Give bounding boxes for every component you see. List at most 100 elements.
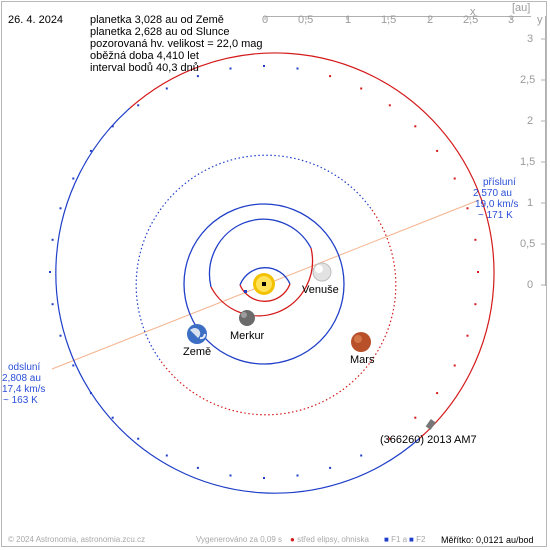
y-tick: 0 — [527, 279, 534, 291]
asteroid-position-dot — [59, 207, 62, 210]
asteroid-position-dot — [229, 67, 232, 70]
asteroid-label: (366260) 2013 AM7 — [380, 434, 477, 446]
footer-f2-text: F2 — [416, 535, 426, 544]
venus-orbit — [208, 218, 312, 288]
asteroid-position-dot — [388, 104, 391, 107]
asteroid-position-dot — [137, 104, 140, 107]
date-label: 26. 4. 2024 — [8, 14, 64, 26]
asteroid-position-dot — [49, 271, 51, 273]
asteroid-position-dot — [329, 466, 332, 469]
asteroid-position-dot — [466, 207, 469, 210]
square-icon: ■ — [384, 535, 389, 544]
footer-f1-text: F1 — [391, 535, 401, 544]
asteroid-position-dot — [453, 177, 456, 180]
y-tick: 1 — [527, 197, 534, 209]
aphelion-title: odsluní — [8, 362, 41, 373]
mercury-label: Merkur — [230, 330, 265, 342]
earth-label: Země — [183, 346, 212, 358]
mercury-orbit — [239, 267, 291, 286]
asteroid-position-dot — [474, 303, 477, 306]
asteroid-position-dot — [477, 271, 479, 273]
asteroid-position-dot — [436, 149, 439, 152]
x-tick: 1 — [345, 14, 352, 26]
asteroid-position-dot — [453, 364, 456, 367]
info-earth-distance: planetka 3,028 au od Země — [90, 14, 224, 26]
x-tick: 0 — [262, 14, 269, 26]
perihelion-temperature: ~ 171 K — [478, 210, 513, 221]
x-axis-label: x — [470, 6, 476, 18]
footer-copyright: © 2024 Astronomia, astronomia.zcu.cz — [8, 535, 146, 544]
mars — [351, 332, 371, 352]
asteroid-position-dot — [165, 87, 168, 90]
venus-orbit-south — [210, 247, 314, 317]
venus — [312, 262, 332, 282]
asteroid-position-dot — [72, 364, 75, 367]
earth — [187, 324, 207, 344]
asteroid-position-dot — [414, 125, 417, 128]
asteroid-position-dot — [165, 454, 168, 457]
footer-f1: ■ F1 a — [384, 534, 407, 546]
asteroid-position-dot — [89, 392, 92, 395]
asteroid-position-dot — [466, 334, 469, 337]
asteroid-position-dot — [474, 238, 477, 241]
asteroid-position-dot — [414, 416, 417, 419]
y-tick: 2 — [527, 115, 534, 127]
footer-generated: Vygenerováno za 0,09 s — [196, 535, 282, 544]
x-tick: 2,5 — [463, 14, 479, 26]
y-axis — [541, 16, 546, 286]
footer-scale: Měřítko: 0,0121 au/bod — [441, 535, 534, 545]
asteroid-position-dot — [51, 303, 54, 306]
axis-unit: [au] — [512, 2, 531, 14]
y-axis-label: y — [537, 14, 543, 26]
perihelion-title: přísluní — [483, 177, 516, 188]
x-tick: 2 — [427, 14, 434, 26]
ellipse-center-marker — [244, 290, 247, 293]
asteroid-position-dot — [296, 474, 299, 477]
footer-f2: ■ F2 — [409, 534, 425, 546]
footer-ellipse-text: střed elipsy, ohniska — [297, 535, 369, 544]
asteroid-position-dot — [229, 474, 232, 477]
asteroid-position-dot — [388, 437, 391, 440]
aphelion-distance: 2,808 au — [2, 373, 41, 384]
asteroid-position-dot — [137, 437, 140, 440]
venus-label: Venuše — [302, 284, 339, 296]
earth-orbit — [183, 203, 345, 365]
info-period: oběžná doba 4,410 let — [90, 50, 199, 62]
info-sun-distance: planetka 2,628 au od Slunce — [90, 26, 230, 38]
asteroid-position-dot — [296, 67, 299, 70]
x-tick: 0,5 — [298, 14, 314, 26]
asteroid-position-dot — [51, 238, 54, 241]
asteroid-position-dot — [329, 75, 332, 78]
asteroid-orbit-south — [129, 52, 495, 439]
square-icon: ■ — [409, 535, 414, 544]
asteroid-position-dot — [72, 177, 75, 180]
x-tick: 1,5 — [381, 14, 397, 26]
asteroid-position-dot — [111, 125, 114, 128]
aphelion-speed: 17,4 km/s — [2, 384, 46, 395]
mercury — [239, 310, 255, 326]
asteroid-position-dot — [263, 477, 265, 479]
asteroid-position-dot — [196, 466, 199, 469]
asteroid-position-dot — [436, 392, 439, 395]
info-magnitude: pozorovaná hv. velikost = 22,0 mag — [90, 38, 263, 50]
asteroid-position-dot — [89, 149, 92, 152]
x-axis — [264, 16, 531, 20]
info-interval: interval bodů 40,3 dnů — [90, 62, 199, 74]
asteroid-position-dot — [111, 416, 114, 419]
y-tick: 0,5 — [520, 238, 536, 250]
y-tick: 1,5 — [520, 156, 536, 168]
sun — [253, 273, 275, 295]
asteroid-orbit-north — [55, 107, 421, 494]
x-tick: 3 — [508, 14, 515, 26]
asteroid-position-dot — [263, 65, 265, 67]
asteroid-position-dot — [360, 454, 363, 457]
dot-icon: ● — [290, 535, 295, 544]
y-tick: 2,5 — [520, 74, 536, 86]
asteroid-position-dot — [360, 87, 363, 90]
footer-a-text: a — [402, 535, 408, 544]
asteroid-position-dot — [59, 334, 62, 337]
footer-ellipse-center: ● střed elipsy, ohniska — [290, 534, 369, 546]
asteroid-position-dots — [49, 65, 479, 479]
